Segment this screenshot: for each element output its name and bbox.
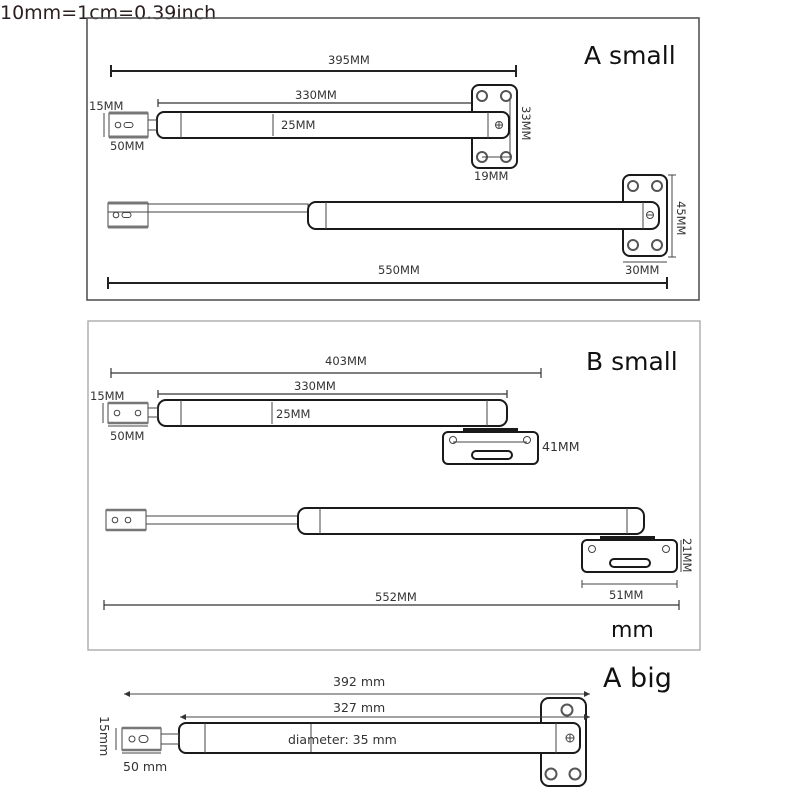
dim-body-length: 330MM	[295, 88, 337, 102]
closer-body	[157, 399, 508, 427]
dim-bracket-width: 51MM	[609, 588, 643, 602]
dim-body-diameter: 25MM	[281, 118, 315, 132]
dim-end-length: 50MM	[110, 139, 144, 153]
panel-frame	[86, 17, 700, 301]
closer-body	[156, 111, 510, 139]
closer-top: 395MM 330MM 25MM	[89, 53, 533, 183]
dim-bracket-height: 33MM	[519, 106, 533, 140]
mount-bracket	[581, 539, 678, 573]
panel-title: A big	[603, 663, 672, 694]
closer-body	[297, 507, 645, 535]
dim-overall: 552MM	[375, 590, 417, 604]
closer-bottom: 45MM 30MM 550MM	[107, 174, 688, 289]
unit-label: mm	[611, 618, 654, 643]
end-fitting	[121, 727, 162, 751]
panel-b-small: B small 403MM 330MM 25MM 15MM 50MM	[87, 320, 701, 651]
closer-top: 403MM 330MM 25MM 15MM 50MM	[90, 354, 579, 465]
dim-overall: 403MM	[325, 354, 367, 368]
dim-end-height: 15mm	[97, 716, 112, 756]
dim-body-diameter: diameter: 35 mm	[288, 732, 397, 747]
dim-body-length: 330MM	[294, 379, 336, 393]
dim-bracket-width: 19MM	[474, 169, 508, 183]
dim-bracket-height: 45MM	[674, 201, 688, 235]
dim-bracket-width: 30MM	[625, 263, 659, 277]
dim-end-height: 15MM	[90, 389, 124, 403]
dim-overall: 550MM	[378, 263, 420, 277]
dim-end-length: 50MM	[110, 429, 144, 443]
panel-frame	[87, 320, 701, 651]
closer-bottom: 21MM 51MM 552MM	[103, 507, 694, 610]
closer-body	[307, 201, 660, 230]
end-fitting	[107, 202, 149, 228]
dim-overall: 392 mm	[333, 674, 385, 689]
dim-body-diameter: 25MM	[276, 407, 310, 421]
dim-end-length: 50 mm	[123, 759, 167, 774]
bracket-plate	[600, 536, 655, 540]
dim-overall: 395MM	[328, 53, 370, 67]
panel-title: B small	[586, 347, 678, 376]
conversion-note: 10mm=1cm=0.39inch	[0, 2, 216, 24]
dim-bracket-height: 41MM	[542, 439, 579, 454]
panel-a-big: A big 392 mm 327 mm diameter: 35 mm 15mm…	[97, 663, 672, 787]
panel-a-small: A small 395MM 330MM 2	[86, 17, 700, 301]
piston-rod	[107, 203, 309, 213]
dim-body-length: 327 mm	[333, 700, 385, 715]
mount-bracket	[442, 431, 539, 465]
panel-title: A small	[584, 41, 676, 70]
bracket-plate	[463, 428, 518, 432]
dim-end-height: 15MM	[89, 99, 123, 113]
dim-bracket-height: 21MM	[680, 538, 694, 572]
piston-rod	[145, 515, 300, 525]
